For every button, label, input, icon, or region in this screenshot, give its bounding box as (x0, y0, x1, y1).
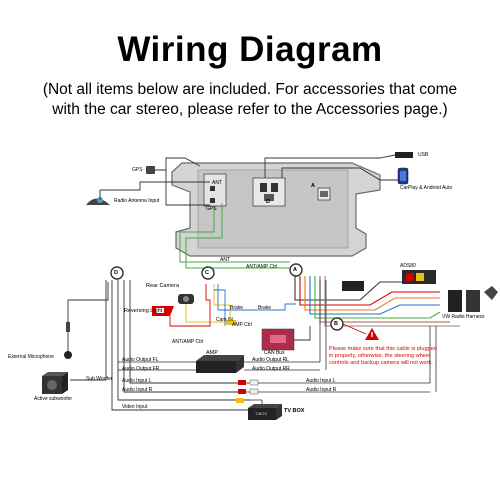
video-input-label: Video Input (122, 404, 148, 410)
amp-ctrl-label: AMP Ctrl (232, 322, 252, 328)
microphone-icon (64, 322, 72, 359)
vw-harness-label: VW Radio Harness (442, 314, 485, 320)
audio-input-l-left-label: Audio Input L (122, 378, 152, 384)
ant-port-label: ANT (212, 180, 222, 186)
warning-triangle-icon (365, 328, 379, 340)
port-d-top-label: D (266, 199, 270, 205)
sub-woofer-label: Sub Woofer (86, 376, 113, 382)
external-microphone-label: External Microphone (8, 354, 54, 360)
page-title: Wiring Diagram (117, 30, 383, 69)
ant-wire-label: ANT (220, 257, 230, 263)
can-bus-box-icon (261, 328, 295, 351)
subwoofer-icon (42, 372, 68, 394)
audio-output-fl-label: Audio Output FL (122, 357, 159, 363)
gps-port-label: GPS (206, 206, 217, 212)
subtitle-line-1: (Not all items below are included. For a… (42, 81, 458, 98)
circle-marker-a (289, 263, 303, 277)
subtitle-line-2: with the car stereo, please refer to the… (52, 101, 448, 118)
gps-module-icon (146, 166, 155, 174)
vw-harness-connectors-icon (448, 286, 498, 312)
carplay-label: CarPlay & Android Auto (400, 185, 453, 191)
circle-b-label: B (334, 321, 338, 327)
usb-stick-icon (395, 152, 413, 158)
tv-box-label: TV BOX (284, 408, 305, 414)
gps-label: GPS (132, 167, 143, 173)
port-a-top-label: A (311, 183, 315, 189)
circle-marker-c (201, 266, 215, 280)
head-unit (171, 162, 381, 257)
rear-camera-label: Rear Camera (146, 283, 180, 289)
audio-output-rl-label: Audio Output RL (252, 357, 289, 363)
circle-marker-d (110, 266, 124, 280)
radio-antenna-input-label: Radio Antenna Input (114, 198, 160, 204)
circle-a-label: A (293, 267, 297, 273)
circle-c-label: C (205, 270, 209, 276)
amp-box-icon (196, 355, 244, 373)
tv-box-icon (248, 404, 282, 420)
audio-input-r-right-label: Audio Input R (306, 387, 337, 393)
ant-amp-ctrl-label: ANT/AMP Ctrl (246, 264, 278, 270)
brake-label-2: Brake (258, 305, 272, 311)
brake-label-1: Brake (230, 305, 244, 311)
audio-output-rr-label: Audio Output RR (252, 366, 290, 372)
reversing-light-icon (152, 306, 174, 316)
tv-box-brand-label: T-BOX (255, 411, 268, 416)
audio-input-l-right-label: Audio Input L (306, 378, 336, 384)
usb-label: USB (418, 152, 429, 158)
circle-d-label: D (114, 270, 118, 276)
rear-camera-icon (178, 294, 194, 304)
page-subtitle: (Not all items below are included. For a… (20, 80, 480, 120)
warning-note: Please make sure that this cable is plug… (329, 346, 437, 366)
ant-amp-ctrl-label-2: ANT/AMP Ctrl (172, 339, 204, 345)
harness-connector-icon (342, 281, 364, 291)
audio-output-fr-label: Audio Output FR (122, 366, 160, 372)
active-subwoofer-label: Active subwoofer (34, 396, 73, 402)
audio-input-r-left-label: Audio Input R (122, 387, 153, 393)
amp-label: AMP (206, 350, 218, 356)
reversing-light-label: Reversing Light (124, 308, 163, 314)
can-bus-label: CAN Bus (264, 350, 285, 356)
ads80-label: ADS80 (400, 263, 416, 269)
cam-in-label: Cam IN (216, 317, 233, 323)
